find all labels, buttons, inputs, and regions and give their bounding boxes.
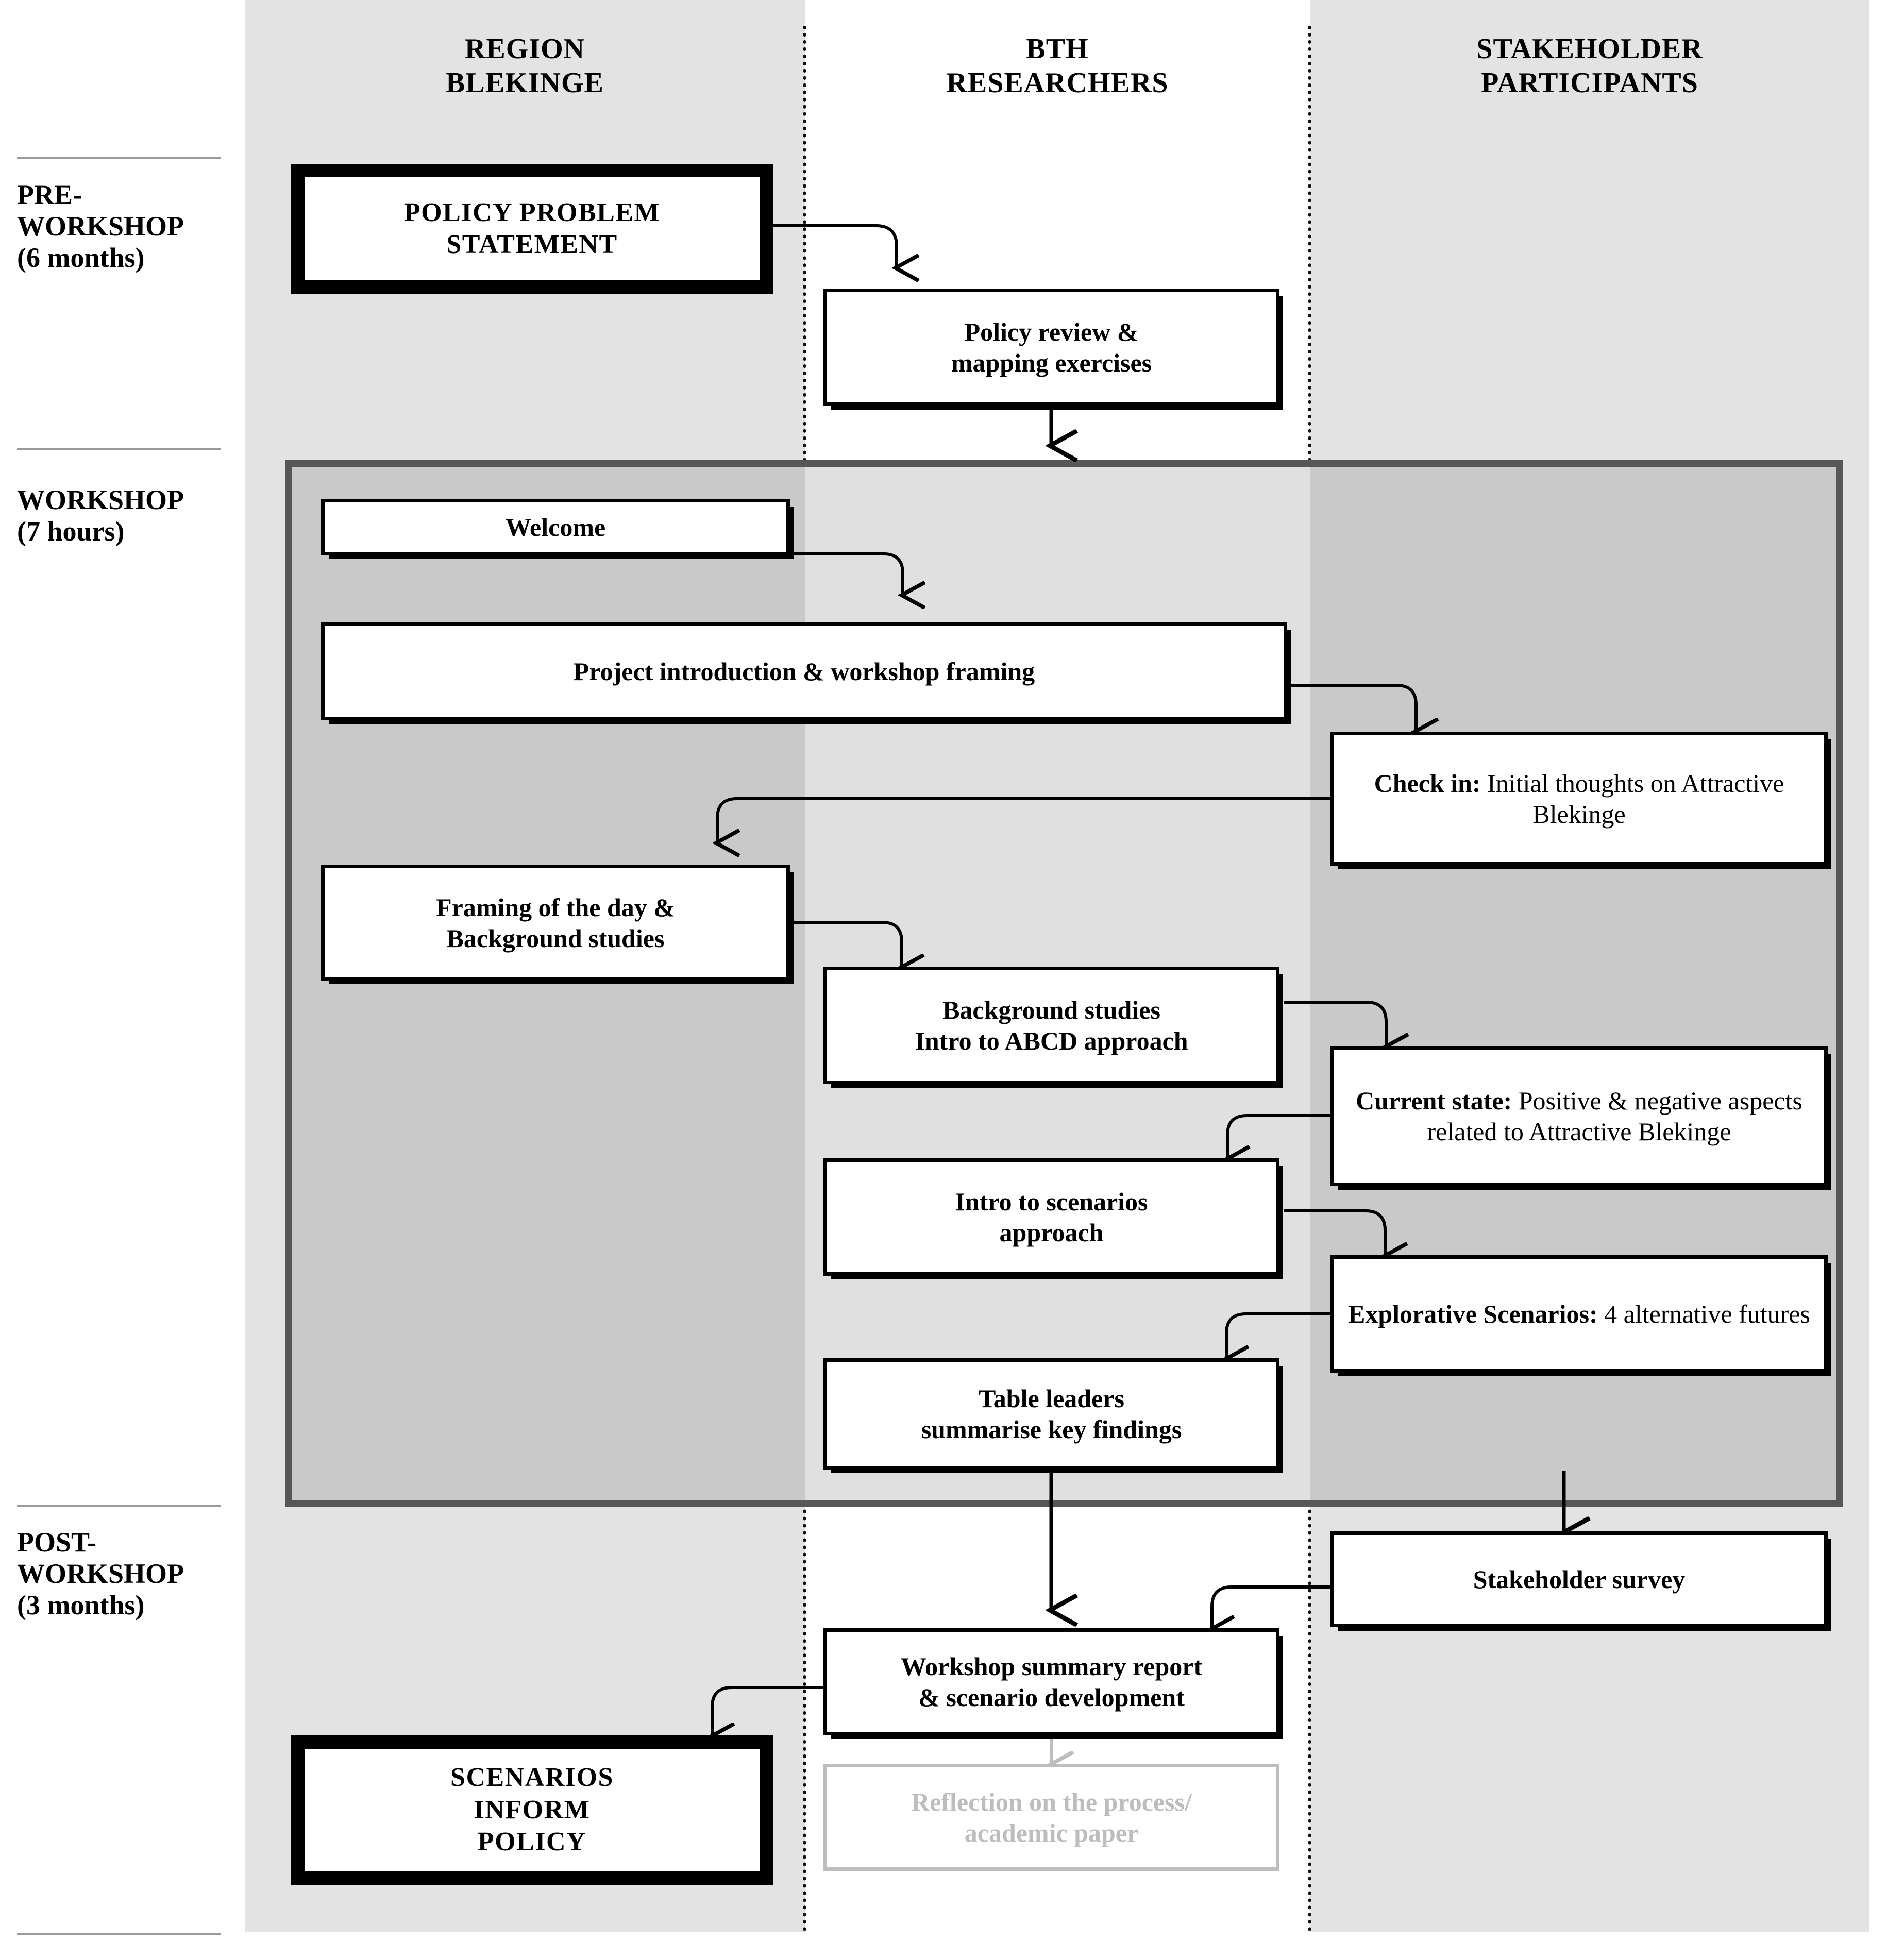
lane-header-line-2: RESEARCHERS bbox=[946, 67, 1169, 99]
box-line-1: Stakeholder survey bbox=[1473, 1565, 1686, 1594]
box-stakeholder-survey[interactable]: Stakeholder survey bbox=[1330, 1531, 1828, 1627]
box-line-1: Table leaders bbox=[979, 1384, 1124, 1413]
box-label-bold: Current state: bbox=[1356, 1086, 1512, 1115]
box-scenarios-inform-policy[interactable]: SCENARIOS INFORM POLICY bbox=[291, 1735, 773, 1885]
phase-label-line-1: WORKSHOP bbox=[17, 484, 184, 515]
box-background-studies-abcd[interactable]: Background studies Intro to ABCD approac… bbox=[823, 967, 1279, 1084]
box-line-3: POLICY bbox=[477, 1827, 587, 1857]
box-table-leaders[interactable]: Table leaders summarise key findings bbox=[823, 1358, 1279, 1470]
lane-header-stakeholder-participants: STAKEHOLDER PARTICIPANTS bbox=[1310, 32, 1869, 100]
workshop-lane-shade-region bbox=[292, 467, 805, 1500]
box-policy-problem-statement[interactable]: POLICY PROBLEM STATEMENT bbox=[291, 164, 773, 294]
box-line-1: Policy review & bbox=[964, 317, 1139, 346]
box-line-1: POLICY PROBLEM bbox=[403, 197, 661, 227]
phase-label-line-3: (3 months) bbox=[17, 1590, 145, 1621]
box-reflection-academic-paper[interactable]: Reflection on the process/ academic pape… bbox=[823, 1764, 1279, 1871]
box-explorative-scenarios[interactable]: Explorative Scenarios: 4 alternative fut… bbox=[1330, 1255, 1828, 1373]
box-line-2: mapping exercises bbox=[951, 348, 1152, 377]
lane-header-line-1: STAKEHOLDER bbox=[1476, 33, 1703, 65]
box-line-2: Intro to ABCD approach bbox=[915, 1026, 1188, 1055]
box-line-1: Framing of the day & bbox=[436, 892, 675, 922]
box-line-2: INFORM bbox=[474, 1795, 591, 1825]
phase-label-line-3: (6 months) bbox=[17, 242, 145, 274]
box-current-state[interactable]: Current state: Positive & negative aspec… bbox=[1330, 1046, 1828, 1186]
phase-rule-pre-workshop bbox=[17, 157, 221, 159]
phase-label-post-workshop: POST- WORKSHOP (3 months) bbox=[17, 1527, 233, 1621]
box-line-1: SCENARIOS bbox=[450, 1763, 614, 1793]
lane-header-region-blekinge: REGION BLEKINGE bbox=[245, 32, 805, 100]
box-label-rest: Initial thoughts on Attractive Blekinge bbox=[1480, 769, 1784, 829]
phase-label-line-2: WORKSHOP bbox=[17, 211, 184, 242]
box-line-1: Intro to scenarios bbox=[955, 1187, 1148, 1216]
phase-rule-workshop bbox=[17, 448, 221, 450]
box-check-in[interactable]: Check in: Initial thoughts on Attractive… bbox=[1330, 732, 1828, 866]
lane-header-bth-researchers: BTH RESEARCHERS bbox=[805, 32, 1310, 100]
box-line-2: Background studies bbox=[446, 923, 665, 953]
lane-header-line-1: BTH bbox=[1026, 33, 1089, 65]
box-line-2: academic paper bbox=[964, 1818, 1139, 1847]
box-line-1: Project introduction & workshop framing bbox=[573, 657, 1035, 686]
box-line-2: STATEMENT bbox=[446, 230, 618, 259]
box-workshop-summary-report[interactable]: Workshop summary report & scenario devel… bbox=[823, 1628, 1279, 1735]
lane-header-line-2: PARTICIPANTS bbox=[1481, 67, 1698, 99]
box-line-1: Background studies bbox=[942, 995, 1160, 1024]
box-label-rest: 4 alternative futures bbox=[1597, 1299, 1810, 1328]
phase-rule-bottom bbox=[17, 1933, 221, 1935]
box-line-1: Welcome bbox=[505, 513, 606, 542]
box-intro-to-scenarios[interactable]: Intro to scenarios approach bbox=[823, 1158, 1279, 1276]
box-line-2: approach bbox=[999, 1218, 1104, 1247]
box-framing-of-the-day[interactable]: Framing of the day & Background studies bbox=[321, 865, 790, 981]
box-label-rest: Positive & negative aspects related to A… bbox=[1427, 1086, 1802, 1146]
phase-label-workshop: WORKSHOP (7 hours) bbox=[17, 484, 233, 547]
phase-label-line-1: POST- bbox=[17, 1527, 97, 1558]
box-welcome[interactable]: Welcome bbox=[321, 499, 790, 555]
phase-label-pre-workshop: PRE- WORKSHOP (6 months) bbox=[17, 179, 233, 274]
box-line-2: & scenario development bbox=[918, 1683, 1185, 1712]
phase-label-line-2: (7 hours) bbox=[17, 516, 125, 547]
box-project-introduction[interactable]: Project introduction & workshop framing bbox=[321, 622, 1287, 720]
phase-rule-post-workshop bbox=[17, 1505, 221, 1507]
phase-label-line-2: WORKSHOP bbox=[17, 1558, 184, 1590]
box-label-bold: Check in: bbox=[1374, 769, 1481, 798]
box-line-1: Workshop summary report bbox=[900, 1652, 1203, 1681]
box-label-bold: Explorative Scenarios: bbox=[1347, 1299, 1598, 1328]
box-line-2: summarise key findings bbox=[921, 1415, 1182, 1444]
lane-header-line-1: REGION bbox=[464, 33, 585, 65]
phase-label-line-1: PRE- bbox=[17, 179, 82, 210]
box-policy-review-mapping[interactable]: Policy review & mapping exercises bbox=[823, 289, 1279, 406]
box-line-1: Reflection on the process/ bbox=[911, 1787, 1192, 1816]
lane-header-line-2: BLEKINGE bbox=[446, 67, 604, 99]
